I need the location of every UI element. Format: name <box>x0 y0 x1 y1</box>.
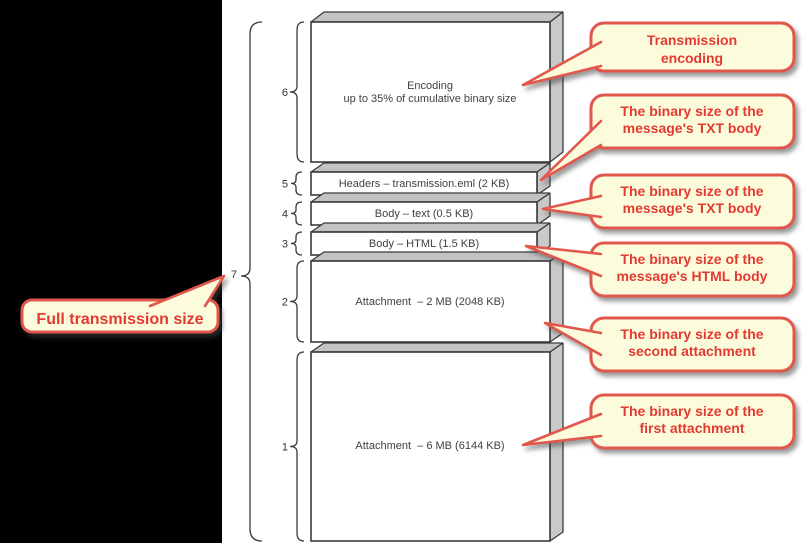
total-brace-number: 7 <box>231 269 237 281</box>
brace-5-number: 5 <box>282 179 288 191</box>
brace-1-number: 1 <box>282 442 288 454</box>
brace-2 <box>289 260 305 343</box>
box-body-text-label: Body – text (0.5 KB) <box>375 208 473 220</box>
box-attachment-second: Attachment – 2 MB (2048 KB) <box>310 251 564 343</box>
callout-transmission-encoding-tail-edge <box>521 40 603 87</box>
box-attachment-second-top-face <box>310 251 564 262</box>
callout-first-attachment-line2: first attachment <box>639 420 744 436</box>
callout-full-transmission-size: Full transmission size <box>20 274 226 334</box>
box-encoding-side-face <box>549 11 564 163</box>
brace-4-number: 4 <box>282 209 288 221</box>
box-braces: 6 5 4 3 2 1 <box>282 21 305 542</box>
box-headers-label: Headers – transmission.eml (2 KB) <box>339 178 510 190</box>
callout-full-transmission-size-tail-edge <box>148 274 226 308</box>
brace-6 <box>289 21 305 163</box>
brace-2-number: 2 <box>282 297 288 309</box>
box-body-html-label: Body – HTML (1.5 KB) <box>369 238 479 250</box>
box-attachment-second-label: Attachment – 2 MB (2048 KB) <box>355 296 504 308</box>
callout-txt-body-upper-line1: The binary size of the <box>620 103 763 119</box>
box-attachment-first: Attachment – 6 MB (6144 KB) <box>310 342 564 542</box>
box-encoding-top-face <box>310 11 564 23</box>
box-attachment-first-label: Attachment – 6 MB (6144 KB) <box>355 440 504 452</box>
callout-txt-body-lower-line2: message's TXT body <box>623 200 762 216</box>
brace-5 <box>290 171 303 196</box>
callout-full-transmission-size-label: Full transmission size <box>36 311 203 328</box>
callout-txt-body-upper: The binary size of the message's TXT bod… <box>539 93 796 182</box>
callout-html-body: The binary size of the message's HTML bo… <box>524 241 796 298</box>
box-encoding-label-line2: up to 35% of cumulative binary size <box>343 93 516 105</box>
callout-second-attachment-line2: second attachment <box>628 343 756 359</box>
black-panel <box>0 0 222 543</box>
brace-4 <box>290 201 303 226</box>
callout-txt-body-lower-tail <box>543 196 601 217</box>
box-body-text-top-face <box>310 192 551 203</box>
box-headers-top-face <box>310 162 551 173</box>
callout-txt-body-upper-line2: message's TXT body <box>623 120 762 136</box>
box-body-text: Body – text (0.5 KB) <box>310 192 551 226</box>
total-brace-group: 7 <box>231 21 263 542</box>
callout-txt-body-upper-tail-edge <box>539 119 603 182</box>
callout-html-body-tail-edge <box>524 244 603 278</box>
box-body-html-top-face <box>310 222 551 233</box>
callout-second-attachment: The binary size of the second attachment <box>543 316 796 373</box>
callout-txt-body-lower-tail-edge <box>541 194 603 219</box>
callout-txt-body-lower: The binary size of the message's TXT bod… <box>541 173 796 230</box>
brace-1 <box>289 351 305 542</box>
box-body-html: Body – HTML (1.5 KB) <box>310 222 551 256</box>
callout-second-attachment-tail-edge <box>543 321 603 357</box>
callout-second-attachment-line1: The binary size of the <box>620 326 763 342</box>
callout-txt-body-upper-bubble <box>589 93 796 150</box>
callout-html-body-line1: The binary size of the <box>620 251 763 267</box>
box-attachment-first-top-face <box>310 342 564 353</box>
callout-first-attachment-tail-edge <box>521 412 603 447</box>
brace-3-number: 3 <box>282 239 288 251</box>
box-attachment-first-front <box>310 351 551 542</box>
callout-first-attachment: The binary size of the first attachment <box>521 393 796 450</box>
callout-first-attachment-line1: The binary size of the <box>620 403 763 419</box>
callout-full-transmission-size-bubble <box>20 298 220 334</box>
box-headers: Headers – transmission.eml (2 KB) <box>310 162 551 196</box>
box-encoding-label-line1: Encoding <box>407 80 453 92</box>
box-encoding: Encoding up to 35% of cumulative binary … <box>310 11 564 163</box>
callout-html-body-line2: message's HTML body <box>617 268 768 284</box>
box-attachment-second-front <box>310 260 551 343</box>
callout-transmission-encoding-line1: Transmission <box>647 32 737 48</box>
brace-3 <box>290 231 303 256</box>
brace-6-number: 6 <box>282 87 288 99</box>
callout-transmission-encoding: Transmission encoding <box>521 21 796 87</box>
callout-transmission-encoding-line2: encoding <box>661 50 723 66</box>
callout-txt-body-lower-line1: The binary size of the <box>620 183 763 199</box>
box-encoding-front <box>310 21 551 163</box>
total-brace <box>240 21 263 542</box>
